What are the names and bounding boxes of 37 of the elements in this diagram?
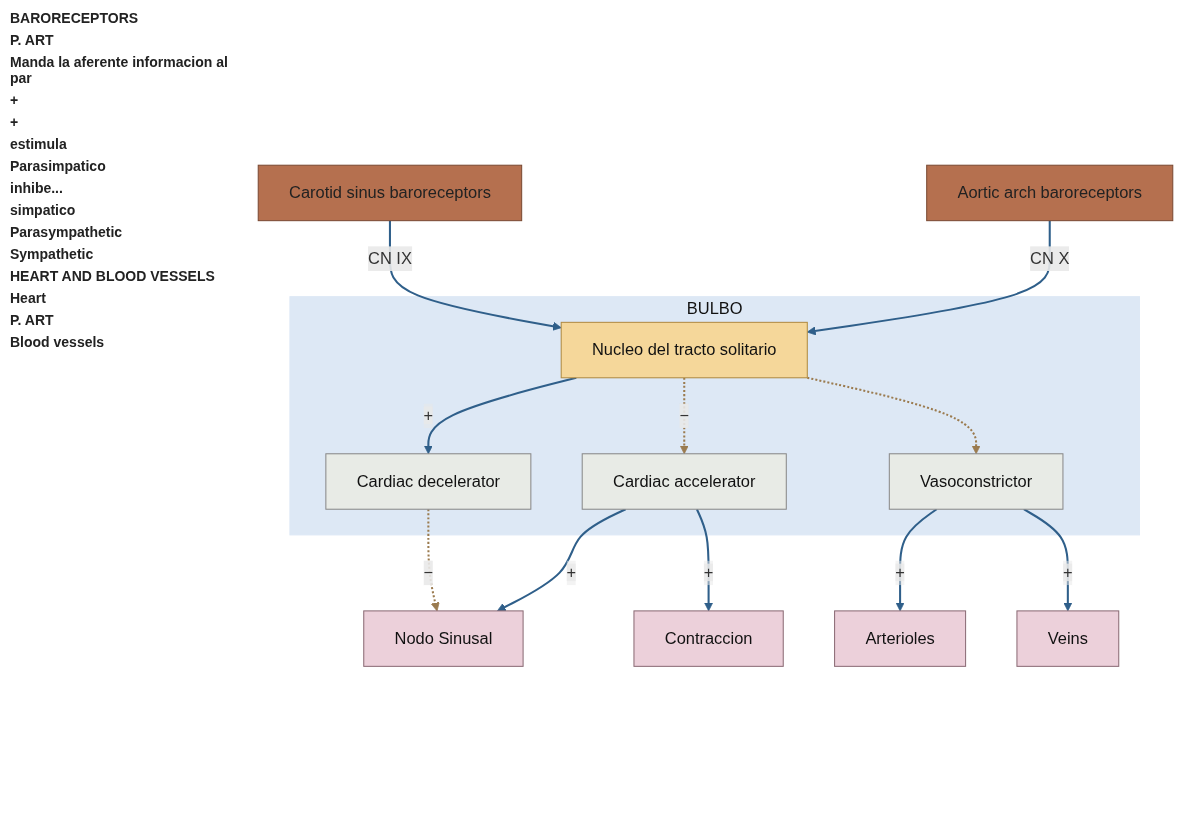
annotation-text: Blood vessels <box>10 334 106 350</box>
node-box: Veins <box>1016 610 1120 668</box>
node-box: Nodo Sinusal <box>363 610 524 668</box>
node-box: Carotid sinus baroreceptors <box>257 164 523 222</box>
edge-label: + <box>423 406 434 425</box>
edge-label: + <box>1063 563 1073 582</box>
arrow <box>807 377 981 455</box>
edge-label: − <box>679 406 690 425</box>
annotation-text: P. ART <box>10 312 55 328</box>
node-box: Arterioles <box>834 610 967 668</box>
node-box: Cardiac decelerator <box>325 453 532 510</box>
annotation-text: P. ART <box>10 32 55 48</box>
annotation-text: estimula <box>10 136 68 152</box>
edge-label: − <box>423 563 434 582</box>
annotation-text: Heart <box>10 290 47 306</box>
annotation-text: HEART AND BLOOD VESSELS <box>10 268 216 284</box>
node-box: Nucleo del tracto solitario <box>560 322 808 379</box>
annotation-text: Manda la aferente informacion al par <box>10 54 229 86</box>
annotation-text: Parasimpatico <box>10 158 107 174</box>
node-box: Cardiac accelerator <box>581 453 787 510</box>
edge-label: + <box>566 563 577 582</box>
node-box: Vasoconstrictor <box>888 453 1064 510</box>
arrow <box>388 220 562 331</box>
annotation-text: Parasympathetic <box>10 224 124 240</box>
annotation-text: inhibe... <box>10 180 64 196</box>
node-box: Aortic arch baroreceptors <box>926 164 1174 222</box>
arrow <box>497 508 627 612</box>
edge-label: CN IX <box>368 249 412 268</box>
edge-label: + <box>895 563 905 582</box>
edge-label: + <box>703 563 714 582</box>
annotation-text: BARORECEPTORS <box>10 10 140 26</box>
annotation-text: Sympathetic <box>10 246 95 262</box>
node-box: Contraccion <box>633 610 784 668</box>
edge-label: CN X <box>1030 249 1070 268</box>
annotation-text: + <box>10 114 20 130</box>
annotation-text: simpatico <box>10 202 77 218</box>
annotation-text: + <box>10 92 20 108</box>
